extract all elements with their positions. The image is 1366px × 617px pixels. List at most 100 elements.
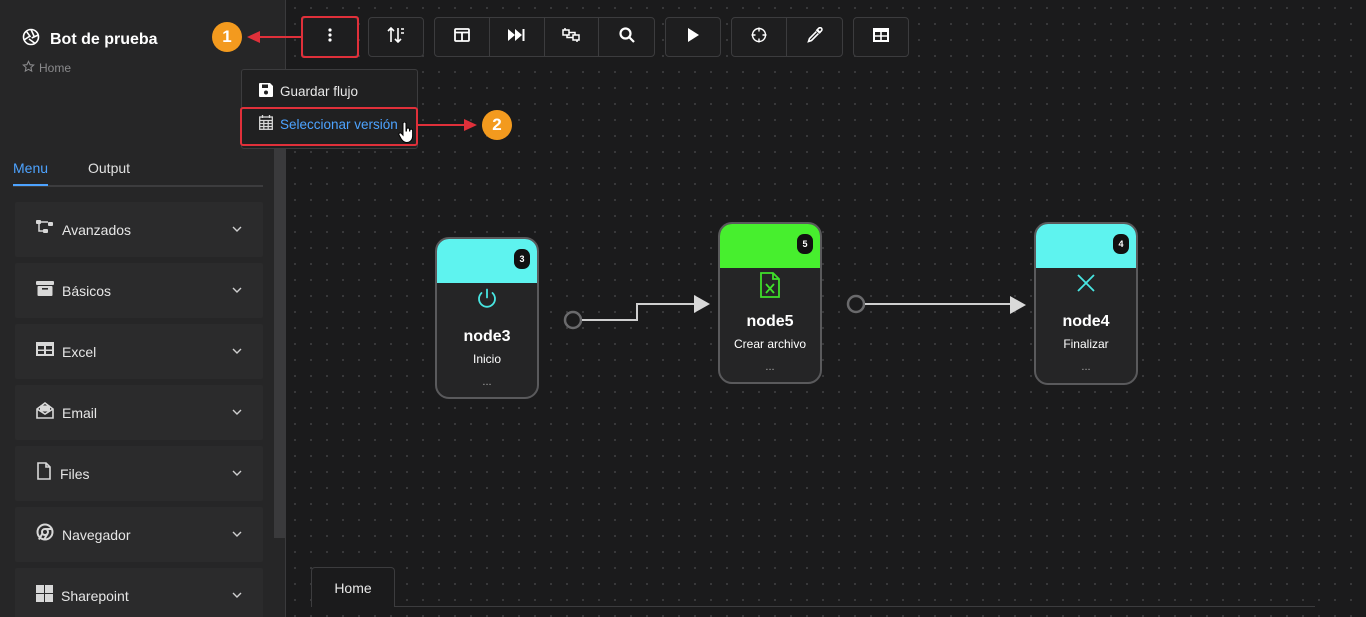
node-number: 3 (514, 249, 530, 269)
connect-nodes-icon (562, 27, 581, 48)
canvas-tab-home[interactable]: Home (311, 567, 395, 607)
tab-bar-divider (395, 606, 1315, 607)
section-basicos[interactable]: Básicos (15, 263, 263, 318)
breadcrumb[interactable]: Home (22, 60, 71, 76)
section-label: Files (60, 465, 90, 482)
grid-button[interactable] (853, 17, 909, 57)
chevron-down-icon[interactable] (231, 283, 243, 301)
search-button[interactable] (599, 18, 654, 56)
debug-toolbar-group (731, 17, 843, 57)
section-avanzados[interactable]: Avanzados (15, 202, 263, 257)
picker-button[interactable] (787, 18, 842, 56)
annotation-arrow-2 (418, 119, 477, 131)
search-icon (619, 26, 635, 48)
section-excel[interactable]: Excel (15, 324, 263, 379)
connect-button[interactable] (545, 18, 600, 56)
highlight-select-version (240, 107, 418, 146)
layout-button[interactable] (435, 18, 490, 56)
node-header: 5 (720, 224, 820, 268)
archive-icon (36, 280, 54, 301)
node-header: 3 (437, 239, 537, 283)
flow-node-node5[interactable]: 5 node5 Crear archivo ... (718, 222, 822, 384)
aperture-icon (22, 28, 40, 51)
chevron-down-icon[interactable] (231, 344, 243, 362)
power-icon (437, 287, 537, 311)
chevron-down-icon[interactable] (231, 405, 243, 423)
sidebar-scrollbar[interactable] (274, 120, 286, 538)
menu-item-select-version[interactable]: Seleccionar versión (259, 115, 398, 133)
section-label: Navegador (62, 526, 131, 543)
section-label: Avanzados (62, 221, 132, 238)
node-number: 4 (1113, 234, 1129, 254)
table-icon (36, 341, 54, 362)
target-button[interactable] (732, 18, 787, 56)
node-number: 5 (797, 234, 813, 254)
hand-cursor-icon (398, 121, 415, 149)
section-email[interactable]: Email (15, 385, 263, 440)
flow-node-node4[interactable]: 4 node4 Finalizar ... (1034, 222, 1138, 385)
section-navegador[interactable]: Navegador (15, 507, 263, 562)
view-toolbar-group (434, 17, 655, 57)
connector-node3-node5[interactable] (563, 295, 710, 330)
node-more[interactable]: ... (482, 376, 492, 388)
windows-icon (36, 584, 53, 607)
section-sharepoint[interactable]: Sharepoint (15, 568, 263, 617)
email-icon (36, 401, 54, 424)
section-label: Sharepoint (61, 587, 129, 604)
flow-node-node3[interactable]: 3 node3 Inicio ... (435, 237, 539, 399)
node-more[interactable]: ... (1081, 361, 1091, 373)
annotation-arrow-1 (247, 31, 301, 43)
flow-canvas[interactable] (287, 0, 1366, 617)
breadcrumb-home[interactable]: Home (39, 61, 72, 75)
sort-button[interactable] (368, 17, 424, 57)
menu-item-save-flow[interactable]: Guardar flujo (259, 83, 358, 100)
sort-icon (387, 26, 405, 48)
chevron-down-icon[interactable] (231, 527, 243, 545)
chevron-down-icon[interactable] (231, 588, 243, 606)
sidebar: Bot de prueba Home Menu Output Avanzados… (0, 0, 286, 617)
table-icon (873, 27, 889, 47)
node-name: node5 (746, 313, 794, 330)
node-more[interactable]: ... (765, 361, 775, 373)
tab-output[interactable]: Output (88, 160, 131, 176)
flow-icon (36, 219, 54, 240)
close-icon (1036, 272, 1136, 294)
play-icon (687, 27, 699, 47)
node-subtitle: Crear archivo (733, 337, 807, 351)
excel-file-icon (720, 272, 820, 298)
crosshair-icon (751, 27, 767, 48)
section-files[interactable]: Files (15, 446, 263, 501)
annotation-badge-2: 2 (482, 110, 512, 140)
section-label: Excel (62, 343, 97, 360)
section-label: Email (62, 404, 98, 421)
app-header: Bot de prueba (22, 28, 158, 51)
menu-item-label: Seleccionar versión (280, 116, 398, 132)
app-title: Bot de prueba (50, 30, 158, 48)
node-name: node4 (1062, 313, 1110, 330)
annotation-badge-1: 1 (212, 22, 242, 52)
section-label: Básicos (62, 282, 112, 299)
run-button[interactable] (665, 17, 721, 57)
more-options-menu: Guardar flujo Seleccionar versión (241, 69, 418, 149)
node-header: 4 (1036, 224, 1136, 268)
connector-node5-node4[interactable] (846, 294, 1026, 314)
columns-icon (453, 27, 470, 47)
fast-forward-icon (508, 28, 525, 46)
star-icon[interactable] (22, 60, 35, 76)
skip-forward-button[interactable] (490, 18, 545, 56)
tab-menu[interactable]: Menu (13, 160, 49, 186)
menu-item-label: Guardar flujo (280, 84, 359, 99)
highlight-more-options (301, 16, 359, 58)
chrome-icon (36, 523, 54, 546)
chevron-down-icon[interactable] (231, 466, 243, 484)
eyedropper-icon (806, 26, 823, 48)
node-subtitle: Inicio (472, 352, 501, 366)
sidebar-tabs: Menu Output (13, 158, 263, 187)
chevron-down-icon[interactable] (231, 222, 243, 240)
file-icon (36, 462, 52, 485)
node-name: node3 (463, 328, 511, 345)
save-icon (259, 83, 273, 100)
node-subtitle: Finalizar (1063, 337, 1109, 351)
